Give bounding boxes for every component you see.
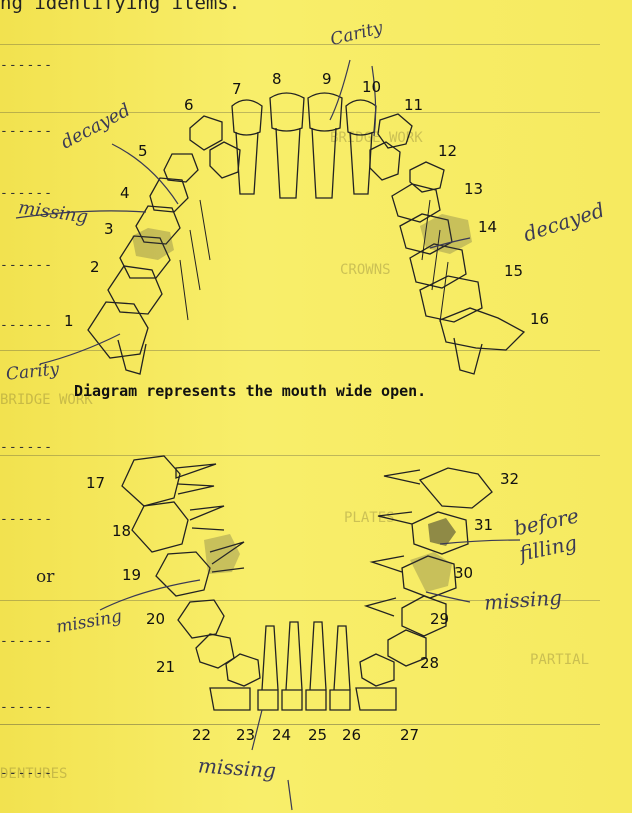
shaded-tooth [204,534,240,574]
tooth-number-upper: 15 [504,262,523,280]
tooth-outline [122,456,180,506]
tooth-outline [88,302,148,358]
tooth-outline [132,502,188,552]
tooth-number-lower: 31 [474,516,493,534]
tooth-number-lower: 21 [156,658,175,676]
tooth-number-upper: 10 [362,78,381,96]
tooth-number-upper: 14 [478,218,497,236]
tooth-outline [440,308,524,350]
shaded-teeth [132,214,472,592]
lower-right-roots [366,470,420,616]
tooth-number-upper: 2 [90,258,100,276]
tooth-outline [210,688,250,710]
tooth-number-lower: 24 [272,726,291,744]
tooth-outline [308,93,342,131]
tooth-number-upper: 9 [322,70,332,88]
incisor-crowns [258,690,350,710]
tooth-number-lower: 19 [122,566,141,584]
tooth-outline [190,116,222,150]
tooth-number-upper: 3 [104,220,114,238]
tooth-number-lower: 18 [112,522,131,540]
tooth-outline [210,142,240,178]
tooth-root [312,128,336,198]
tooth-number-lower: 27 [400,726,419,744]
tooth-number-upper: 7 [232,80,242,98]
tooth-outline [164,154,198,182]
tooth-outline [270,93,304,131]
tooth-number-lower: 22 [192,726,211,744]
shaded-tooth [410,552,452,592]
tooth-number-lower: 28 [420,654,439,672]
tooth-root [350,132,372,194]
annotation-pointers [16,60,520,810]
tooth-outline [232,100,262,135]
tooth-number-upper: 6 [184,96,194,114]
tooth-number-upper: 1 [64,312,74,330]
tooth-number-lower: 30 [454,564,473,582]
tooth-number-lower: 26 [342,726,361,744]
tooth-outline [346,100,376,135]
tooth-number-upper: 11 [404,96,423,114]
tooth-outline [156,552,210,596]
pointer-line [100,580,200,610]
tooth-root [276,128,300,198]
tooth-number-lower: 17 [86,474,105,492]
tooth-number-lower: 20 [146,610,165,628]
tooth-outline [226,654,260,686]
tooth-number-upper: 5 [138,142,148,160]
pointer-line [440,540,520,544]
diagram-caption: Diagram represents the mouth wide open. [74,382,426,400]
tooth-number-upper: 12 [438,142,457,160]
tooth-number-upper: 4 [120,184,130,202]
incisor-roots [262,622,350,690]
tooth-number-lower: 32 [500,470,519,488]
tooth-number-upper: 8 [272,70,282,88]
tooth-outline [178,600,224,638]
tooth-root [190,506,224,530]
tooth-number-lower: 29 [430,610,449,628]
tooth-number-lower: 25 [308,726,327,744]
tooth-number-upper: 16 [530,310,549,328]
tooth-root [176,464,216,494]
tooth-outline [356,688,396,710]
tooth-number-lower: 23 [236,726,255,744]
tooth-root [118,340,146,374]
shaded-tooth [428,518,456,546]
tooth-root [454,338,482,374]
tooth-number-upper: 13 [464,180,483,198]
pointer-line [372,66,376,136]
tooth-outline [420,468,492,508]
tooth-outline [370,142,400,180]
tooth-outline [360,654,394,686]
